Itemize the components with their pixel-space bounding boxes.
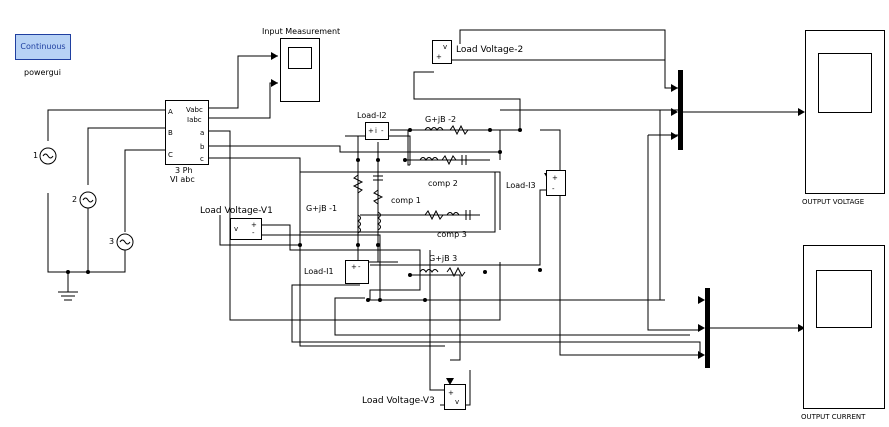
gjb3-label: G+jB 3	[429, 254, 458, 263]
load-i1-label: Load-I1	[304, 267, 334, 276]
sensor-plus: +	[552, 174, 558, 182]
output-current-scope[interactable]	[803, 245, 885, 409]
powergui-label: Continuous	[20, 42, 66, 51]
input-measurement-label: Input Measurement	[262, 27, 341, 36]
resistor-comp2-icon	[441, 155, 457, 166]
resistor-gjb3-icon	[446, 266, 466, 278]
sensor-minus: -	[358, 263, 361, 271]
inductor-gjb3-icon	[419, 269, 439, 273]
output-voltage-scope[interactable]	[805, 30, 885, 194]
resistor-comp1-icon	[373, 189, 384, 205]
resistor-comp3-icon	[424, 209, 444, 221]
comp2-label: comp 2	[428, 179, 458, 188]
sensor-plus: +	[251, 221, 257, 229]
powergui-caption: powergui	[24, 68, 61, 77]
vi-port-c: C	[168, 151, 173, 159]
load-voltage-v3-label: Load Voltage-V3	[362, 396, 435, 406]
comp2-load-outline	[299, 171, 496, 233]
load-i2-label: Load-I2	[357, 111, 387, 120]
load-voltage-2-label: Load Voltage-2	[456, 45, 524, 55]
sensor-plus: +	[448, 389, 454, 397]
input-measurement-scope[interactable]	[280, 38, 320, 102]
inductor-gjb2-icon	[424, 127, 444, 131]
sensor-minus: -	[552, 185, 555, 193]
load-voltage-v1-sensor[interactable]: v + -	[230, 218, 262, 240]
vi-port-c-out: c	[200, 155, 204, 163]
vi-port-vabc: Vabc	[186, 106, 203, 114]
vi-caption-line2: VI abc	[170, 175, 195, 184]
sensor-v: v	[455, 398, 460, 406]
sensor-plus: +	[436, 53, 442, 61]
output-current-label: OUTPUT CURRENT	[801, 413, 866, 421]
scope-screen-icon	[816, 270, 872, 328]
vabc-to-scope-wire	[208, 55, 278, 109]
vi-port-iabc: Iabc	[187, 116, 202, 124]
load-voltage-v1-label: Load Voltage-V1	[200, 206, 273, 216]
comp3-label: comp 3	[437, 230, 467, 239]
source-1-label: 1	[33, 151, 39, 160]
resistor-gjb1-icon	[352, 174, 364, 194]
output-a-wire	[208, 130, 501, 321]
load-voltage-v3-sensor[interactable]: + v	[444, 384, 466, 410]
sensor-minus: -	[252, 229, 255, 237]
inductor-comp3-icon	[446, 212, 460, 216]
vi-port-a: A	[168, 108, 173, 116]
load-voltage-2-sensor[interactable]: + v	[432, 40, 452, 64]
source-3-label: 3	[109, 237, 115, 246]
sensor-plus: +	[351, 263, 357, 271]
inductor-comp1-icon	[377, 211, 381, 231]
gjb2-label: G+jB -2	[425, 115, 457, 124]
capacitor-comp2-icon	[461, 155, 467, 165]
sensor-minus: -	[381, 127, 384, 135]
resistor-gjb2-icon	[449, 124, 469, 136]
mux-voltage-bus[interactable]	[678, 70, 683, 150]
vi-port-b: B	[168, 129, 173, 137]
powergui-block[interactable]: Continuous	[15, 34, 71, 60]
phase-a-wire	[47, 109, 165, 141]
load-i2-sensor[interactable]: + i -	[365, 122, 389, 140]
load-i1-sensor[interactable]: + -	[345, 260, 369, 284]
vi-port-a-out: a	[200, 129, 205, 137]
sensor-plus: +	[368, 127, 374, 135]
sensor-v: v	[443, 43, 448, 51]
inductor-gjb1-icon	[357, 214, 361, 234]
load-i3-label: Load-I3	[506, 181, 536, 190]
inductor-comp2-icon	[419, 157, 439, 161]
capacitor-comp3-icon	[465, 210, 471, 220]
vi-port-b-out: b	[200, 143, 205, 151]
scope-screen-icon	[288, 47, 312, 69]
load-i3-sensor[interactable]: + -	[546, 170, 566, 196]
scope-screen-icon	[818, 53, 872, 113]
gjb1-label: G+jB -1	[306, 204, 338, 213]
ground-symbol	[58, 272, 78, 301]
capacitor-comp1-icon	[373, 175, 383, 181]
comp1-label: comp 1	[391, 196, 421, 205]
source-2-label: 2	[72, 195, 78, 204]
vi-measurement-block[interactable]: A B C Vabc Iabc a b c	[165, 100, 209, 165]
sensor-i: i	[375, 127, 377, 135]
output-voltage-label: OUTPUT VOLTAGE	[802, 198, 865, 206]
sensor-v: v	[234, 225, 239, 233]
mux-current-bus[interactable]	[705, 288, 710, 368]
vi-caption-line1: 3 Ph	[175, 166, 193, 175]
